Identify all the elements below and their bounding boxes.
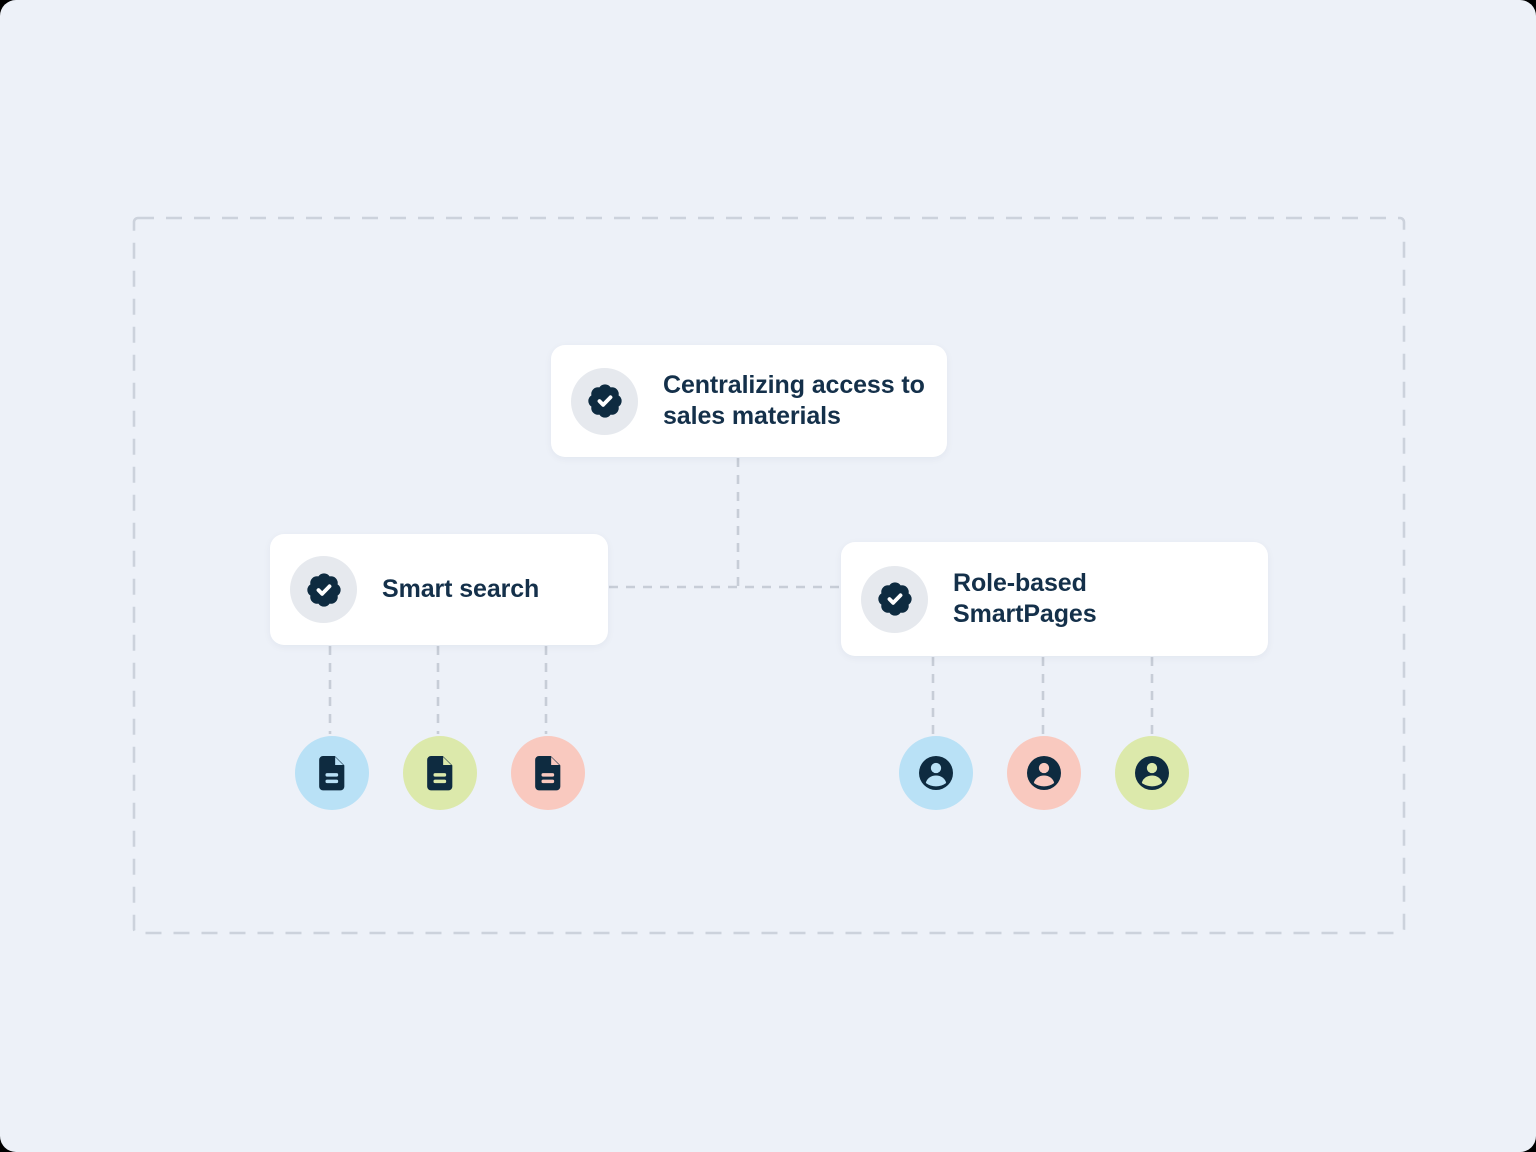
leaf-document-pink — [511, 736, 585, 810]
leaf-user-green — [1115, 736, 1189, 810]
leaf-user-blue — [899, 736, 973, 810]
document-icon — [420, 753, 460, 793]
node-label: Smart search — [382, 575, 540, 603]
badge-check-icon — [290, 556, 357, 623]
document-icon — [528, 753, 568, 793]
document-icon — [312, 753, 352, 793]
leaf-document-green — [403, 736, 477, 810]
badge-check-icon — [571, 367, 638, 435]
user-icon — [1024, 753, 1064, 793]
node-centralizing-access: Centralizing access to sales materials — [551, 345, 947, 457]
node-role-based-smartpages: Role-based SmartPages — [841, 542, 1268, 656]
node-label: Role-based SmartPages — [953, 569, 1097, 628]
leaf-user-pink — [1007, 736, 1081, 810]
user-icon — [916, 753, 956, 793]
badge-check-icon — [861, 565, 928, 633]
node-smart-search: Smart search — [270, 534, 608, 645]
leaf-document-blue — [295, 736, 369, 810]
node-label: Centralizing access to sales materials — [663, 371, 925, 430]
user-icon — [1132, 753, 1172, 793]
